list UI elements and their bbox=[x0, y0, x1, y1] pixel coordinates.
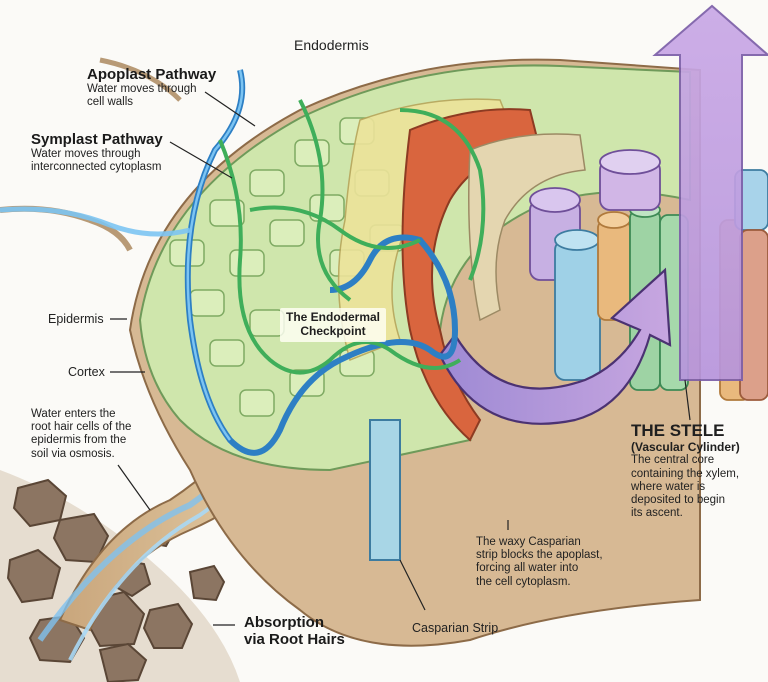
cortex-label: Cortex bbox=[68, 365, 105, 379]
apoplast-desc-2: cell walls bbox=[87, 96, 134, 109]
symplast-desc-1: Water moves through bbox=[31, 148, 141, 161]
symplast-pathway bbox=[218, 99, 486, 375]
casparian-note-line: The waxy Casparian bbox=[476, 536, 581, 548]
casparian-note: The waxy Casparian strip blocks the apop… bbox=[476, 536, 603, 589]
symplast-title: Symplast Pathway bbox=[31, 131, 163, 148]
symplast-callout: Symplast Pathway Water moves through int… bbox=[31, 131, 163, 175]
upward-water-arrow bbox=[652, 4, 768, 381]
leader-lines bbox=[110, 91, 691, 626]
water-enters-line: epidermis from the bbox=[31, 434, 127, 447]
casparian-strip-band bbox=[369, 419, 401, 561]
apoplast-desc-1: Water moves through bbox=[87, 83, 197, 96]
absorption-line: Absorption bbox=[244, 614, 324, 631]
checkpoint-line: Checkpoint bbox=[300, 323, 366, 338]
endodermal-checkpoint-label: The Endodermal Checkpoint bbox=[280, 308, 387, 342]
apoplast-title: Apoplast Pathway bbox=[87, 66, 217, 83]
casparian-note-line: strip blocks the apoplast, bbox=[476, 549, 603, 562]
stele-title: THE STELE bbox=[631, 421, 725, 440]
casparian-strip-label: Casparian Strip bbox=[412, 621, 499, 635]
stele-desc-line: where water is bbox=[631, 480, 706, 493]
casparian-note-line: the cell cytoplasm. bbox=[476, 575, 571, 588]
casparian-note-line: forcing all water into bbox=[476, 562, 579, 575]
symplast-desc-2: interconnected cytoplasm bbox=[31, 161, 162, 174]
absorption-label: Absorption via Root Hairs bbox=[244, 614, 345, 649]
water-enters-line: Water enters the bbox=[31, 408, 116, 420]
absorption-line: via Root Hairs bbox=[244, 631, 345, 649]
stele-desc-line: its ascent. bbox=[631, 507, 683, 520]
into-stele-arrow bbox=[438, 267, 672, 425]
water-enters-line: soil via osmosis. bbox=[31, 447, 115, 460]
stele-desc-line: deposited to begin bbox=[631, 494, 725, 506]
endodermis-label: Endodermis bbox=[294, 37, 369, 53]
water-enters-line: root hair cells of the bbox=[31, 421, 132, 434]
apoplast-callout: Apoplast Pathway Water moves through cel… bbox=[87, 66, 216, 110]
stele-desc-line: The central core bbox=[631, 454, 715, 467]
stele-desc-line: containing the xylem, bbox=[631, 467, 740, 480]
epidermis-label: Epidermis bbox=[48, 312, 104, 326]
checkpoint-line: The Endodermal bbox=[286, 310, 381, 324]
water-enters-note: Water enters the root hair cells of the … bbox=[31, 408, 131, 461]
stele-callout: THE STELE (Vascular Cylinder) The centra… bbox=[631, 421, 740, 520]
stele-subtitle: (Vascular Cylinder) bbox=[631, 439, 740, 454]
